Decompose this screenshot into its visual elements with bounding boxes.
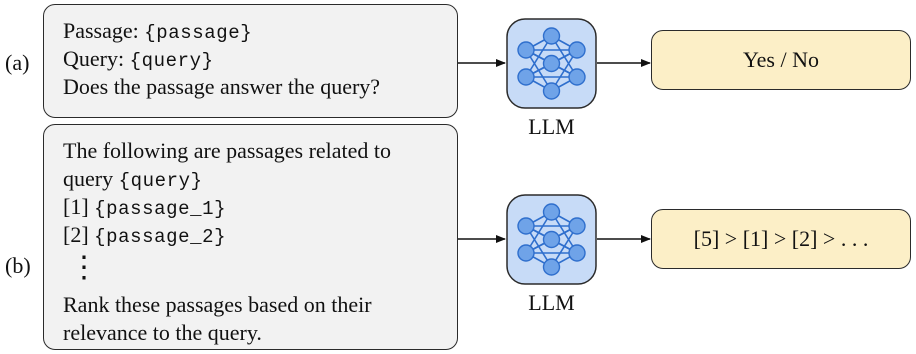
query-label: query <box>63 166 119 191</box>
prompt-passage-2-line: [2] {passage_2} <box>63 221 439 249</box>
query-placeholder: {query} <box>118 170 203 192</box>
query-label: Query: <box>63 46 130 71</box>
model-label-b: LLM <box>528 290 575 315</box>
passage-index-1: [1] <box>63 194 95 219</box>
passage-label: Passage: <box>63 18 145 43</box>
prompt-query-line: Query: {query} <box>63 45 439 73</box>
passage-2-placeholder: {passage_2} <box>94 226 227 248</box>
ranking-output-box: [5] > [1] > [2] > . . . <box>651 209 911 269</box>
prompt-query-line: query {query} <box>63 165 439 193</box>
prompt-instruction-end-line: relevance to the query. <box>63 320 262 345</box>
passage-placeholder: {passage} <box>144 22 253 44</box>
prompt-instruction-line: Rank these passages based on their <box>63 292 372 317</box>
passage-index-2: [2] <box>63 222 95 247</box>
ellipsis-vertical: ⋮ <box>69 251 99 284</box>
neural-network-icon <box>506 194 597 285</box>
neural-network-icon <box>506 18 597 109</box>
prompt-passage-line: Passage: {passage} <box>63 17 439 45</box>
row-label-a: (a) <box>5 50 30 75</box>
relevance-output-box: Yes / No <box>651 30 911 90</box>
row-label-b: (b) <box>5 253 31 278</box>
prompt-question-line: Does the passage answer the query? <box>63 74 381 99</box>
passage-1-placeholder: {passage_1} <box>94 198 227 220</box>
prompt-passage-1-line: [1] {passage_1} <box>63 193 439 221</box>
prompt-intro-line: The following are passages related to <box>63 138 392 163</box>
model-label-a: LLM <box>528 114 575 139</box>
query-placeholder: {query} <box>129 50 214 72</box>
pointwise-prompt-box: Passage: {passage} Query: {query} Does t… <box>43 4 458 118</box>
listwise-prompt-box: The following are passages related to qu… <box>43 124 458 350</box>
